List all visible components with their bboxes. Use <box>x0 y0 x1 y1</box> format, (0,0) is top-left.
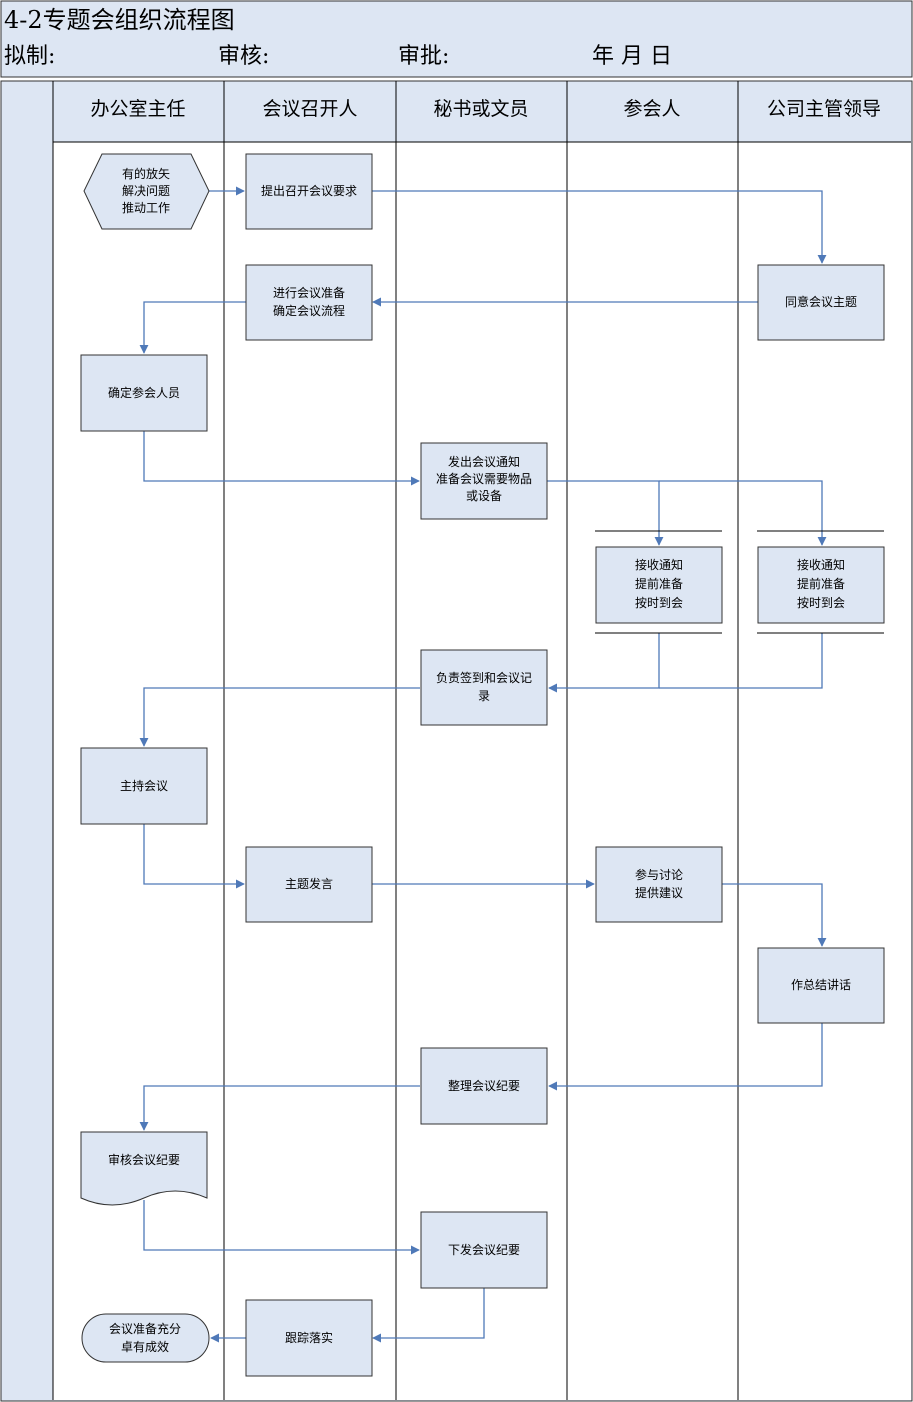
connector-notice-to-leader <box>659 480 827 546</box>
keynote-speech-node: 主题发言 <box>245 846 373 923</box>
prepare-meeting-node: 进行会议准备 确定会议流程 <box>245 264 373 341</box>
hexagon-shape <box>83 153 210 230</box>
connector-prepare-to-attendees <box>139 301 246 354</box>
node-line: 准备会议需要物品 <box>436 472 532 486</box>
connector-host-to-speech <box>143 824 245 889</box>
node-line: 主持会议 <box>120 778 168 793</box>
summary-speech-node: 作总结讲话 <box>757 947 885 1024</box>
connector-signin-to-host <box>139 687 420 747</box>
process-box <box>80 354 208 432</box>
node-line: 提前准备 <box>635 576 683 591</box>
connector-review-to-issue <box>143 1200 420 1255</box>
connector-minutes-to-review <box>139 1085 420 1131</box>
process-box <box>420 649 548 726</box>
node-line: 会议准备充分 <box>109 1321 181 1336</box>
connector-discuss-to-summary <box>722 883 827 947</box>
review-minutes-node: 审核会议纪要 <box>80 1131 208 1206</box>
connector-leader-to-signin <box>659 633 823 689</box>
discuss-suggest-node: 参与讨论 提供建议 <box>595 846 723 923</box>
node-line: 接收通知 <box>797 557 845 572</box>
process-box <box>245 153 373 230</box>
node-line: 进行会议准备 <box>273 286 345 300</box>
approved-label: 审批: <box>398 44 449 69</box>
terminator-shape <box>81 1313 210 1363</box>
node-line: 作总结讲话 <box>791 977 851 992</box>
connector-issue-to-track <box>372 1288 485 1343</box>
process-box <box>595 546 723 624</box>
connector-summary-to-minutes <box>548 1023 823 1091</box>
lane-header-attendee: 参会人 <box>623 98 680 120</box>
request-meeting-node: 提出召开会议要求 <box>245 153 373 230</box>
organize-minutes-node: 整理会议纪要 <box>420 1047 548 1125</box>
start-node: 有的放矢 解决问题 推动工作 <box>83 153 210 230</box>
end-node: 会议准备充分 卓有成效 <box>81 1313 210 1363</box>
drafted-label: 拟制: <box>4 44 55 69</box>
page-title: 4-2专题会组织流程图 <box>4 6 235 34</box>
lane-header-office-director: 办公室主任 <box>90 98 185 120</box>
node-line: 或设备 <box>466 489 502 503</box>
node-line: 下发会议纪要 <box>448 1242 520 1257</box>
process-box <box>245 846 373 923</box>
node-line: 主题发言 <box>285 876 333 891</box>
node-line: 负责签到和会议记 <box>436 670 532 685</box>
receive-notice-attendee-node: 接收通知 提前准备 按时到会 <box>595 530 723 634</box>
connector-request-to-agree <box>372 190 827 264</box>
node-line: 同意会议主题 <box>785 294 857 309</box>
process-box <box>245 264 373 341</box>
node-line: 发出会议通知 <box>448 454 520 469</box>
process-box <box>757 947 885 1024</box>
node-line: 卓有成效 <box>121 1339 169 1354</box>
process-box <box>420 1047 548 1125</box>
node-line: 跟踪落实 <box>285 1330 333 1345</box>
process-box <box>595 846 723 923</box>
node-line: 提出召开会议要求 <box>261 183 357 198</box>
track-implementation-node: 跟踪落实 <box>245 1299 373 1377</box>
connector-attendees-to-notice <box>143 431 420 486</box>
process-box <box>420 442 548 520</box>
process-box <box>80 747 208 825</box>
node-line: 提前准备 <box>797 576 845 591</box>
node-line: 按时到会 <box>797 596 845 610</box>
process-box <box>420 1211 548 1289</box>
lane-header-company-leader: 公司主管领导 <box>767 98 881 120</box>
lane-header-meeting-convener: 会议召开人 <box>262 98 357 120</box>
agree-topic-node: 同意会议主题 <box>757 264 885 341</box>
process-box <box>757 264 885 341</box>
header-band <box>0 0 913 78</box>
node-line: 解决问题 <box>122 184 170 198</box>
node-line: 录 <box>478 689 490 703</box>
signin-record-node: 负责签到和会议记 录 <box>420 649 548 726</box>
node-line: 接收通知 <box>635 557 683 572</box>
node-line: 审核会议纪要 <box>108 1152 180 1167</box>
node-line: 提供建议 <box>635 885 683 900</box>
process-box <box>757 546 885 624</box>
node-line: 参与讨论 <box>635 867 683 882</box>
process-box <box>245 1299 373 1377</box>
confirm-attendees-node: 确定参会人员 <box>80 354 208 432</box>
document-shape <box>80 1131 208 1206</box>
node-line: 确定会议流程 <box>273 303 345 318</box>
node-line: 整理会议纪要 <box>448 1078 520 1093</box>
host-meeting-node: 主持会议 <box>80 747 208 825</box>
send-notice-node: 发出会议通知 准备会议需要物品 或设备 <box>420 442 548 520</box>
receive-notice-leader-node: 接收通知 提前准备 按时到会 <box>757 530 885 634</box>
issue-minutes-node: 下发会议纪要 <box>420 1211 548 1289</box>
node-line: 推动工作 <box>122 201 170 215</box>
connectors <box>139 186 827 1343</box>
node-line: 有的放矢 <box>122 166 170 181</box>
reviewed-label: 审核: <box>218 44 269 69</box>
node-line: 确定参会人员 <box>108 385 180 400</box>
lane-header-secretary: 秘书或文员 <box>433 98 528 120</box>
node-line: 按时到会 <box>635 596 683 610</box>
date-label: 年 月 日 <box>592 44 672 69</box>
